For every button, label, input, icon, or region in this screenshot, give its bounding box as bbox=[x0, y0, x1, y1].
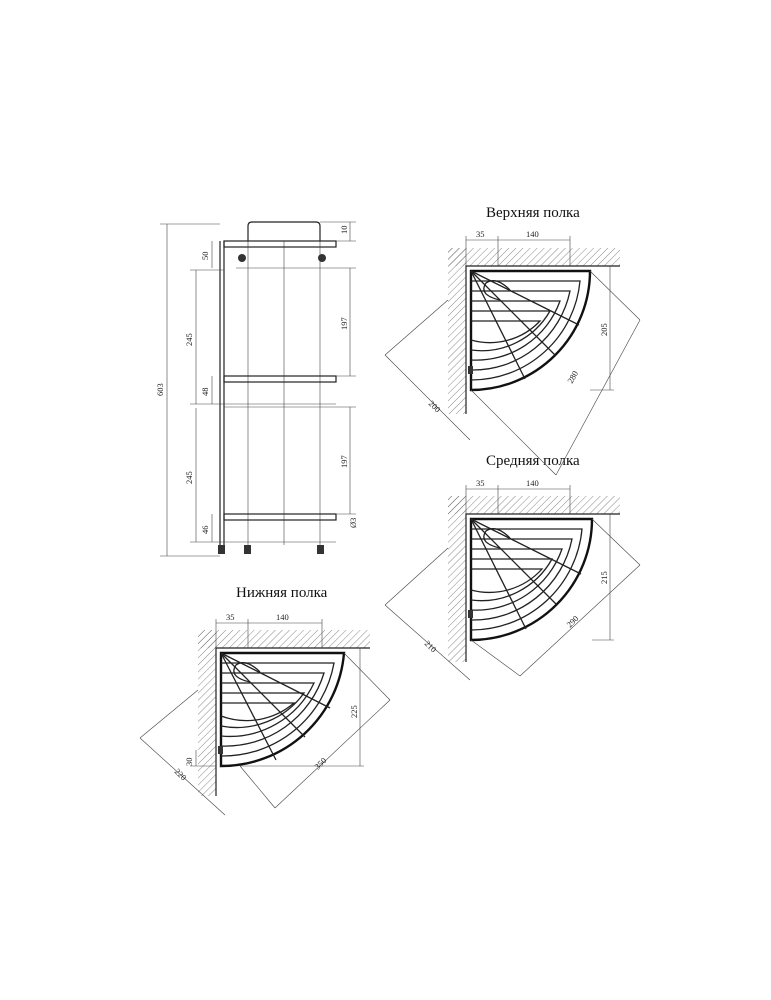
top-shelf-plan: 35 140 205 280 200 bbox=[384, 229, 641, 476]
top-dim-b: 140 bbox=[526, 229, 539, 239]
mid-dim-diag: 290 bbox=[564, 613, 580, 629]
mid-dim-width: 210 bbox=[423, 638, 439, 654]
dim-total-height: 603 bbox=[155, 383, 165, 396]
top-dim-width: 200 bbox=[427, 398, 443, 414]
middle-shelf-plan: 35 140 215 290 210 bbox=[384, 478, 641, 681]
top-dim-depth: 205 bbox=[599, 323, 609, 336]
dim-top-offset: 50 bbox=[200, 252, 210, 261]
mid-dim-a: 35 bbox=[476, 478, 485, 488]
top-dim-diag: 280 bbox=[565, 369, 580, 385]
bot-dim-a: 35 bbox=[226, 612, 235, 622]
top-dim-a: 35 bbox=[476, 229, 485, 239]
mid-dim-depth: 215 bbox=[599, 571, 609, 584]
title-bottom-shelf: Нижняя полка bbox=[236, 585, 328, 601]
bot-dim-b: 140 bbox=[276, 612, 289, 622]
dim-upper-span: 245 bbox=[184, 333, 194, 346]
bottom-shelf-plan: 35 140 225 350 220 30 bbox=[139, 612, 391, 816]
title-top-shelf: Верхняя полка bbox=[486, 205, 580, 221]
bot-dim-diag: 350 bbox=[312, 755, 328, 771]
dim-lower-span: 245 bbox=[184, 471, 194, 484]
dim-lower-inner: 197 bbox=[339, 455, 349, 468]
front-view: 603 245 245 50 48 46 10 197 bbox=[155, 221, 358, 557]
dim-upper-inner: 197 bbox=[339, 317, 349, 330]
title-middle-shelf: Средняя полка bbox=[486, 453, 580, 469]
dim-middle-offset: 48 bbox=[200, 388, 210, 397]
dim-top-gap: 10 bbox=[339, 226, 349, 235]
bot-dim-offset: 30 bbox=[184, 758, 194, 767]
mid-dim-b: 140 bbox=[526, 478, 539, 488]
dim-rod-diameter: Ø3 bbox=[348, 518, 358, 528]
dim-bottom-offset: 46 bbox=[200, 526, 210, 535]
bot-dim-depth: 225 bbox=[349, 705, 359, 718]
